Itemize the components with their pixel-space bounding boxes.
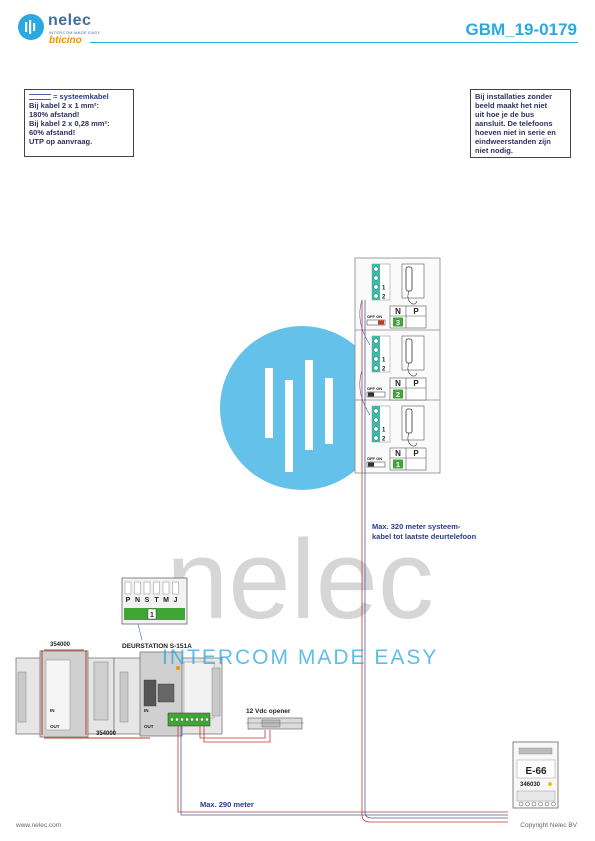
address-jumper	[393, 389, 403, 399]
terminal-label: 2	[382, 437, 386, 443]
terminal-label: 2	[382, 367, 386, 373]
logo-name: nelec	[48, 12, 92, 29]
document-number: GBM_19-0179	[465, 20, 577, 39]
n-label: N	[395, 307, 401, 316]
max-bottom-label: Max. 290 meter	[200, 800, 254, 809]
out-label-left: OUT	[50, 724, 60, 729]
handset-icon	[401, 405, 425, 441]
cable-note: = systeemkabel Bij kabel 2 x 1 mm²:180% …	[24, 89, 134, 157]
connector-pin-label: T	[154, 597, 159, 604]
psu-code: 346030	[520, 782, 541, 788]
terminal-screw-icon	[373, 275, 379, 281]
terminal-strip	[372, 264, 380, 300]
cable-note-line: UTP op aanvraag.	[29, 137, 93, 146]
nelec-logo: nelec INTERCOM MADE EASY bticino	[18, 12, 108, 46]
switch-label: OFF ON	[367, 386, 382, 391]
terminal-screw-icon	[373, 338, 379, 344]
cable-note-lines: Bij kabel 2 x 1 mm²:180% afstand!Bij kab…	[29, 101, 129, 146]
handset-icon	[401, 263, 425, 299]
install-note-line: beeld maakt het niet	[475, 101, 548, 110]
connector-pin-label: P	[126, 597, 131, 604]
logo-brand: bticino	[49, 35, 82, 46]
out-label-right: OUT	[144, 724, 154, 729]
terminal-label: 1	[382, 286, 386, 292]
n-label: N	[395, 379, 401, 388]
terminal-screw-icon	[373, 408, 379, 414]
footer-copyright: Copyright Nelec BV	[520, 822, 577, 829]
in-label-left: IN	[50, 708, 55, 713]
cable-note-line: Bij kabel 2 x 1 mm²:	[29, 101, 100, 110]
p-label: P	[413, 307, 419, 316]
cable-note-title: = systeemkabel	[29, 92, 129, 101]
terminal-strip	[372, 406, 380, 442]
install-note-line: uit hoe je de bus	[475, 110, 535, 119]
cable-note-line: 180% afstand!	[29, 110, 80, 119]
termination-switch[interactable]	[366, 461, 386, 468]
handset-icon	[401, 335, 425, 371]
install-note-line: Bij installaties zonder	[475, 92, 553, 101]
logo-icon	[18, 14, 44, 40]
terminal-screw-icon	[373, 347, 379, 353]
switch-label: OFF ON	[367, 314, 382, 319]
in-label-right: IN	[144, 708, 149, 713]
footer-website[interactable]: www.nelec.com	[16, 822, 62, 829]
switch-label: OFF ON	[367, 456, 382, 461]
terminal-screw-icon	[373, 266, 379, 272]
terminal-strip	[372, 336, 380, 372]
header-rule	[90, 42, 578, 43]
connector-pin-label: J	[174, 597, 178, 604]
termination-switch[interactable]	[366, 391, 386, 398]
terminal-screw-icon	[373, 356, 379, 362]
terminal-screw-icon	[373, 417, 379, 423]
address-jumper	[393, 317, 403, 327]
cable-note-line: Bij kabel 2 x 0,28 mm²:	[29, 119, 110, 128]
watermark-wordmark: nelec	[166, 517, 434, 642]
door-phone: 1 2N P 3 OFF ON	[366, 263, 427, 329]
connector-pin-label: N	[135, 597, 140, 604]
logo-tagline: INTERCOM MADE EASY	[49, 30, 101, 35]
terminal-label: 1	[382, 428, 386, 434]
psu-model: E-66	[525, 766, 547, 777]
door-station-label: DEURSTATION S-151A	[122, 643, 192, 650]
opener-label: 12 Vdc opener	[246, 708, 291, 715]
address-value: 3	[396, 318, 400, 327]
cable-note-line: 60% afstand!	[29, 128, 76, 137]
install-note-line: eindweerstanden zijn	[475, 137, 551, 146]
max-system-label: Max. 320 meter systeem- kabel tot laatst…	[372, 522, 477, 541]
install-note-line: aansluit. De telefoons	[475, 119, 553, 128]
terminal-screw-icon	[373, 426, 379, 432]
part-label-top: 354000	[50, 642, 71, 648]
install-note-line: hoeven niet in serie en	[475, 128, 556, 137]
terminal-label: 1	[382, 358, 386, 364]
connector-pin-label: M	[163, 597, 169, 604]
p-label: P	[413, 379, 419, 388]
terminal-label: 2	[382, 295, 386, 301]
cable-symbol-icon	[29, 94, 51, 101]
connector-address: 1	[150, 612, 154, 619]
terminal-screw-icon	[373, 365, 379, 371]
terminal-screw-icon	[373, 284, 379, 290]
watermark-tagline: INTERCOM MADE EASY	[162, 646, 439, 669]
termination-switch[interactable]	[366, 319, 386, 326]
part-label-bottom: 354000	[96, 731, 117, 737]
connector-pin-label: S	[145, 597, 150, 604]
terminal-block	[167, 712, 211, 727]
install-note-line: niet nodig.	[475, 146, 513, 155]
watermark	[220, 326, 384, 490]
terminal-screw-icon	[373, 435, 379, 441]
station-status-icon	[176, 666, 180, 670]
address-value: 1	[396, 460, 400, 469]
n-label: N	[395, 449, 401, 458]
address-jumper	[393, 459, 403, 469]
p-label: P	[413, 449, 419, 458]
terminal-screw-icon	[373, 293, 379, 299]
address-value: 2	[396, 390, 400, 399]
